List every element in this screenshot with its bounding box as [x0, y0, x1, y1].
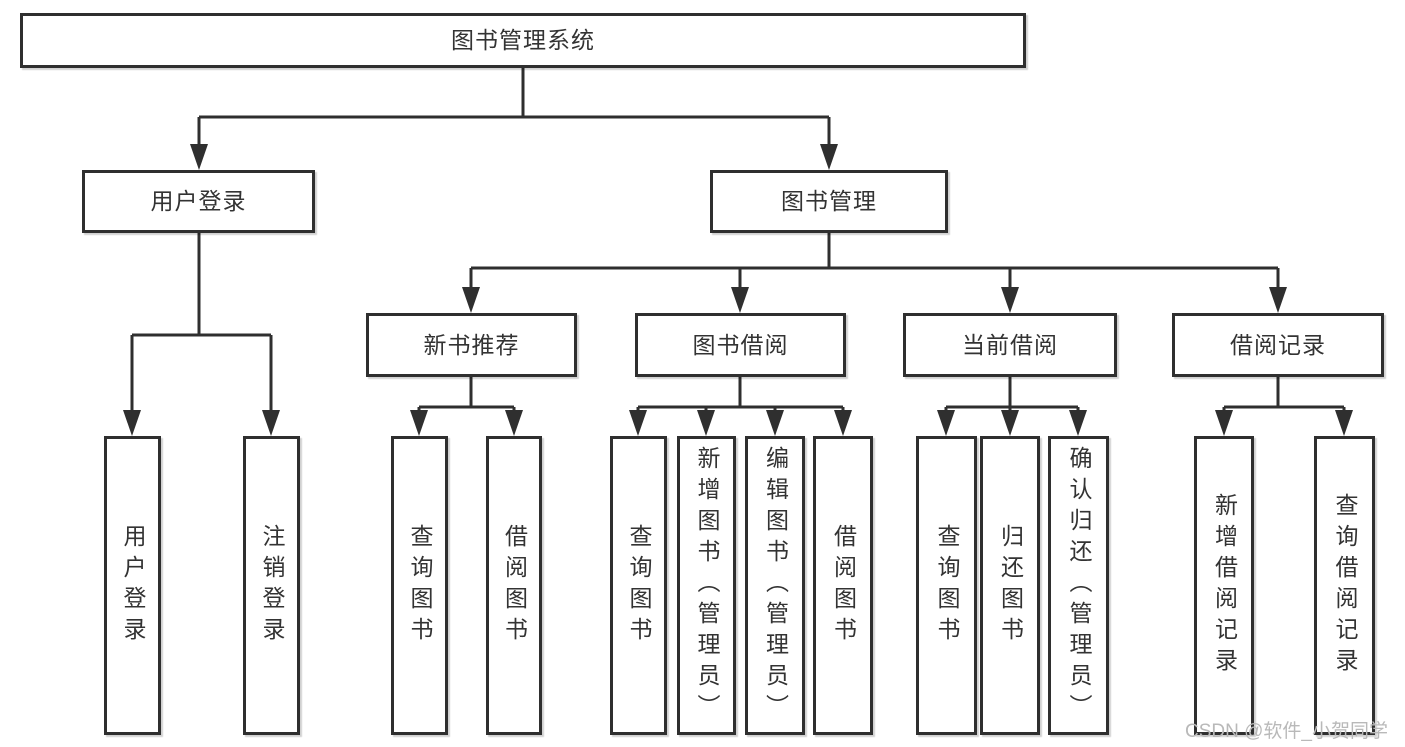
leaf-borrow-books: 借阅图书: [813, 436, 873, 735]
leaf-confirm-return-admin: 确认归还（管理员）: [1048, 436, 1109, 735]
node-user-login: 用户登录: [82, 170, 315, 233]
leaf-add-books-admin: 新增图书（管理员）: [677, 436, 736, 735]
node-borrow-records: 借阅记录: [1172, 313, 1384, 377]
csdn-watermark: CSDN @软件_小贺同学: [1185, 721, 1388, 742]
node-book-management: 图书管理: [710, 170, 948, 233]
leaf-borrow-books-recommend: 借阅图书: [486, 436, 542, 735]
leaf-edit-books-admin: 编辑图书（管理员）: [745, 436, 805, 735]
node-current-borrow: 当前借阅: [903, 313, 1117, 377]
connector-user-login-children: [123, 233, 280, 436]
connector-root-to-level1: [190, 68, 838, 170]
node-new-book-recommend: 新书推荐: [366, 313, 577, 377]
connector-current-borrow-children: [937, 377, 1087, 436]
leaf-query-books-borrow: 查询图书: [610, 436, 667, 735]
leaf-add-borrow-record: 新增借阅记录: [1194, 436, 1254, 735]
leaf-return-books: 归还图书: [980, 436, 1040, 735]
leaf-user-login: 用户登录: [104, 436, 161, 735]
node-book-borrow: 图书借阅: [635, 313, 846, 377]
connector-book-borrow-children: [629, 377, 852, 436]
leaf-logout: 注销登录: [243, 436, 300, 735]
connector-borrow-records-children: [1215, 377, 1353, 436]
leaf-query-books-recommend: 查询图书: [391, 436, 448, 735]
connector-new-book-recommend-children: [410, 377, 523, 436]
connector-book-management-children: [462, 233, 1287, 313]
root-node-library-management-system: 图书管理系统: [20, 13, 1026, 68]
leaf-query-borrow-record: 查询借阅记录: [1314, 436, 1375, 735]
leaf-query-books-current: 查询图书: [916, 436, 977, 735]
